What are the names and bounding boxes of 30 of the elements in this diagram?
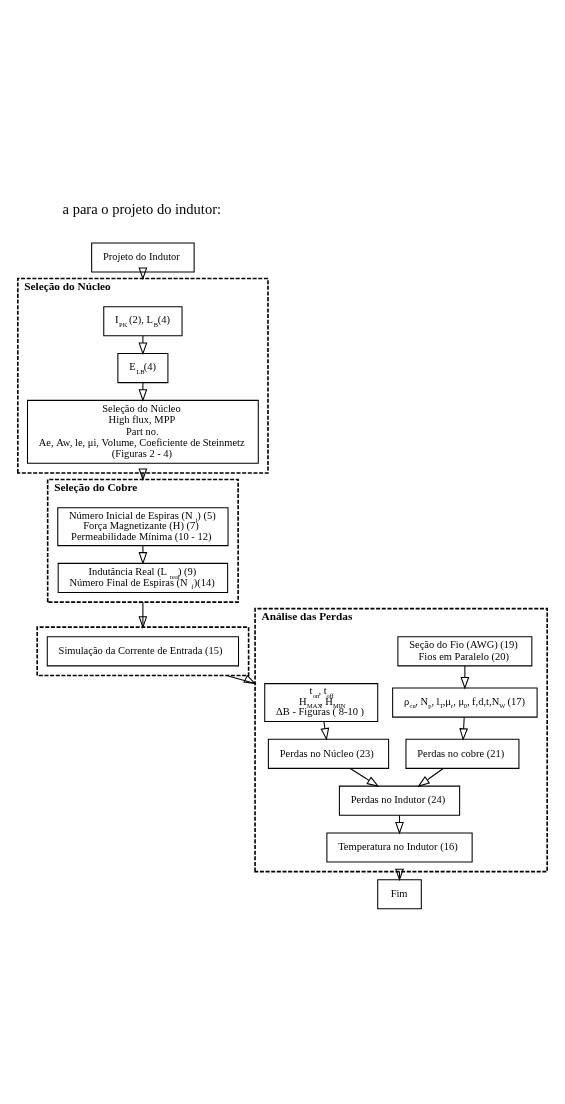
arrow xyxy=(138,601,148,629)
node-box: Temperatura no Indutor (16) xyxy=(326,831,473,862)
arrow xyxy=(320,720,330,741)
node-box: Perdas no Indutor (24) xyxy=(338,785,461,816)
node-box: Seção do Fio (AWG) (19) Fios em Paralelo (20) xyxy=(397,635,533,666)
node-box: t$_{on}$, t$_{off}$ H$_{MAX}$, H$_{MIN}$ ΔB - Figuras ( 8-10 ) xyxy=(264,682,379,722)
arrow xyxy=(460,664,470,690)
arrow xyxy=(138,381,148,402)
arrow xyxy=(138,467,148,481)
arrow xyxy=(138,544,148,565)
arrow xyxy=(459,716,469,741)
arrow xyxy=(395,868,404,881)
node-box: ρ$_{cu}$, N$_{p}$, l$_{T}$,μ$_{r}$, μ$_{0}$, f,d,t,N$_{W}$ (17) xyxy=(392,687,538,718)
node-box: Perdas no Núcleo (23) xyxy=(267,738,390,769)
arrow xyxy=(417,767,444,787)
node-box: Indutância Real (L$_{real}$) (9) Número Final de Espiras (N$_{f}$)(14) xyxy=(57,562,229,593)
node-box: I$_{PK}$ (2), L$_{B}$(4) xyxy=(103,305,183,336)
node-box: Perdas no cobre (21) xyxy=(405,738,520,769)
arrow xyxy=(138,334,148,355)
node-box: Seleção do Núcleo High flux, MPP Part no. Ae, Aw, le, μi, Volume, Coeficiente de Steinmetz (Figuras 2 - 4) xyxy=(26,399,259,464)
node-box: Fim xyxy=(377,878,422,909)
arrow xyxy=(395,814,404,834)
arrow xyxy=(349,767,380,787)
node-box: Número Inicial de Espiras (N$_{i}$) (5) Força Magnetizante (H) (7) Permeabilidade Mínima (10 - 12) xyxy=(57,506,229,546)
arrow xyxy=(226,674,257,684)
arrow xyxy=(138,267,148,280)
label: a para o projeto do indutor: xyxy=(62,200,222,217)
node-box: Simulação da Corrente de Entrada (15) xyxy=(46,635,240,666)
cluster xyxy=(36,625,250,676)
node-box: E$_{LB}$(4) xyxy=(117,352,169,383)
